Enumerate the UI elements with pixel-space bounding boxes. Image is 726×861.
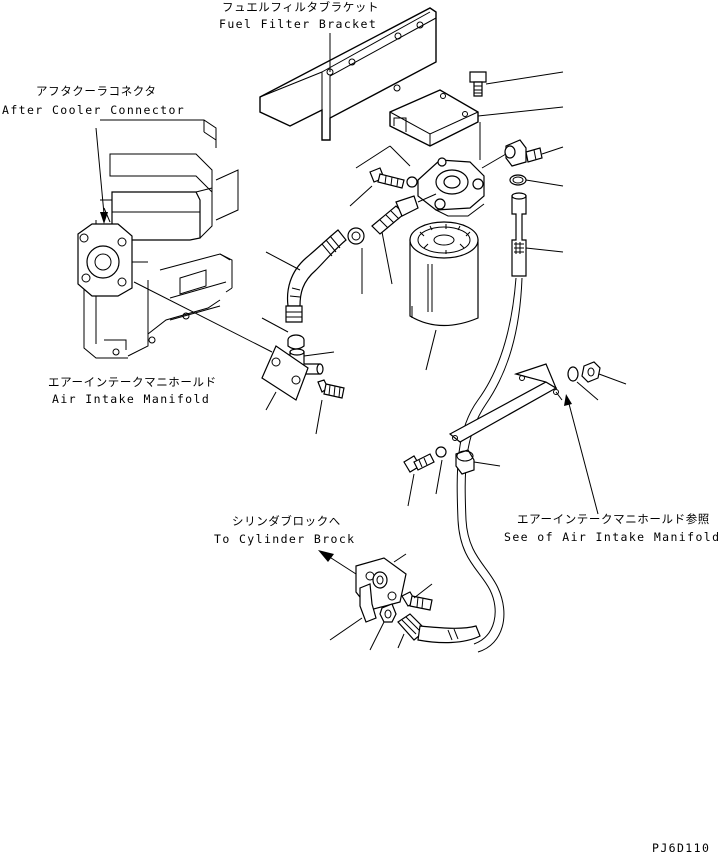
- air-intake-manifold-label-en: Air Intake Manifold: [52, 392, 210, 406]
- see-manifold-leader: [567, 399, 599, 515]
- lower-elbow: [359, 571, 388, 623]
- washer-right: [567, 366, 579, 382]
- filter-head-plate: [389, 89, 479, 147]
- connector-to-manifold-line: [133, 281, 273, 353]
- bolt-middle: [403, 453, 435, 473]
- leader-washer-middle: [435, 459, 443, 495]
- leader-drain: [525, 247, 564, 253]
- fuel-filter-bracket-label-en: Fuel Filter Bracket: [219, 17, 377, 31]
- upper-hose: [285, 229, 347, 323]
- bolt-upper-leader: [355, 145, 391, 169]
- fitting-to-head-line: [481, 153, 507, 169]
- after-cooler-connector: [77, 207, 148, 297]
- manifold-gasket: [261, 345, 309, 401]
- see-manifold-arrowhead: [564, 394, 572, 406]
- leader-lower-elbow: [329, 617, 363, 641]
- lower-hose-fitting: [397, 613, 481, 644]
- leader-manifold-bolt: [315, 399, 323, 435]
- after-cooler-leader: [95, 127, 105, 215]
- leader-lower-hose: [397, 633, 405, 649]
- lower-bolt: [401, 591, 433, 611]
- after-cooler-connector-label-en: After Cooler Connector: [2, 103, 185, 117]
- leader-fitting: [541, 146, 564, 155]
- fuel-filter-cartridge: [409, 221, 479, 327]
- to-cylinder-block-label-en: To Cylinder Brock: [214, 532, 356, 546]
- leader-filter: [425, 329, 437, 371]
- union-nut: [287, 334, 305, 350]
- nut-right: [581, 361, 601, 383]
- see-manifold-label-jp: エアーインテークマニホールド参照: [517, 512, 710, 526]
- leader-upper-hose-2: [261, 317, 289, 333]
- leader-connector: [381, 231, 393, 285]
- drain-hose-b: [464, 277, 523, 653]
- leader-gasket: [265, 391, 277, 411]
- figure-code: PJ6D110: [652, 841, 710, 855]
- filter-head: [406, 157, 485, 217]
- after-cooler-arrowhead: [100, 212, 108, 224]
- bolt-top: [469, 71, 487, 97]
- hose-clip: [455, 449, 475, 475]
- bolt-filter-head: [369, 167, 405, 189]
- fuel-filter-bracket-label-jp: フュエルフィルタブラケット: [222, 0, 379, 14]
- nut-small: [347, 227, 365, 245]
- leader-bolt-filter-head: [349, 185, 373, 207]
- drain-pipe: [511, 192, 527, 277]
- to-cylinder-block-arrowhead: [318, 550, 334, 562]
- bolt-upper-leader-b: [389, 145, 411, 167]
- leader-bolt-middle: [407, 473, 415, 507]
- lower-nut: [379, 603, 397, 623]
- air-vent-fitting: [504, 139, 543, 167]
- fuel-filter-bracket: [259, 7, 437, 141]
- after-cooler-connector-label-jp: アフタクーラコネクタ: [36, 84, 157, 98]
- hose-clamp-bracket: [448, 363, 559, 443]
- leader-upper-hose: [265, 251, 301, 271]
- leader-nut-right: [598, 373, 627, 385]
- drain-hose-a: [456, 277, 517, 645]
- see-manifold-label-en: See of Air Intake Manifold: [504, 530, 720, 544]
- air-intake-manifold-label-jp: エアーインテークマニホールド: [48, 375, 217, 389]
- to-cylinder-block-arrow-line: [327, 555, 357, 575]
- leader-hose-clip: [473, 461, 501, 467]
- leader-washer-right: [576, 381, 599, 401]
- leader-bolt-top: [485, 71, 564, 85]
- clamp-bracket-edge: [555, 391, 563, 401]
- leader-lower-nut: [369, 621, 385, 651]
- leader-o-ring: [525, 179, 564, 187]
- leader-elbow: [303, 351, 335, 357]
- leader-lower-bolt: [413, 583, 433, 599]
- to-cylinder-block-label-jp: シリンダブロックへ: [232, 514, 341, 528]
- connector-to-head: [417, 193, 437, 203]
- hose-connector: [371, 195, 419, 235]
- leader-lower-gasket: [393, 553, 407, 563]
- leader-plate: [477, 106, 564, 117]
- manifold-bolt: [317, 379, 345, 399]
- washer-middle: [435, 446, 447, 458]
- engine-block: [83, 119, 239, 359]
